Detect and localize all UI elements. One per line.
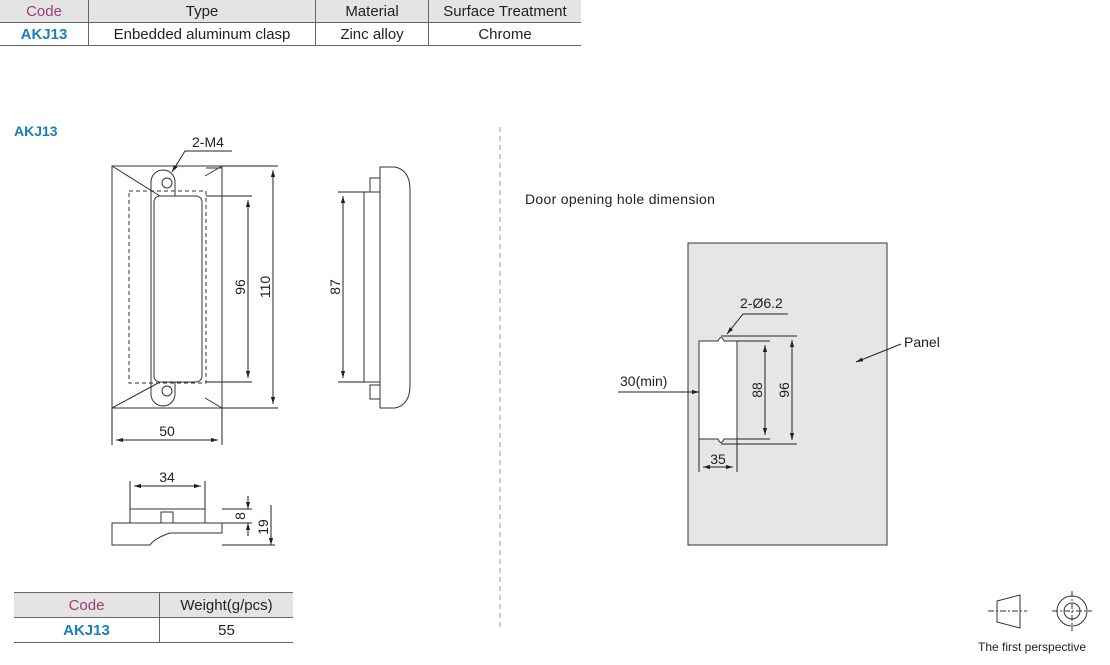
screw-leader (171, 150, 232, 173)
spec-header-material: Material (315, 0, 429, 23)
weight-cell-code: AKJ13 (14, 617, 160, 643)
spec-cell-surface: Chrome (428, 22, 581, 46)
dim-87-side: 87 (327, 279, 343, 295)
screw-label: 2-M4 (192, 134, 224, 150)
hole-dims (618, 313, 902, 472)
weight-header-weight: Weight(g/pcs) (159, 592, 293, 618)
side-view (363, 166, 411, 409)
side-tab-bottom (369, 384, 381, 400)
dim-96-front: 96 (232, 279, 248, 295)
top-tab (160, 511, 174, 524)
front-view (111, 165, 223, 409)
weight-header-row: Code Weight(g/pcs) (14, 592, 293, 618)
spec-cell-type: Enbedded aluminum clasp (88, 22, 316, 46)
dim-110-front: 110 (257, 276, 273, 299)
top-view (111, 508, 223, 546)
top-flange (111, 522, 223, 546)
spec-header-surface: Surface Treatment (428, 0, 581, 23)
spec-cell-material: Zinc alloy (315, 22, 429, 46)
side-dims (338, 191, 364, 383)
weight-table: Code Weight(g/pcs) AKJ13 55 (14, 592, 293, 643)
cutout-hole (698, 337, 738, 443)
spec-cell-code: AKJ13 (0, 22, 89, 46)
front-bevel-br (204, 397, 223, 409)
hole-drawing-title: Door opening hole dimension (525, 191, 716, 207)
front-bevel-bl (111, 381, 161, 409)
weight-data-row: AKJ13 55 (14, 617, 293, 643)
projection-symbol (988, 591, 1092, 631)
side-recess (363, 191, 381, 383)
dim-35-hole: 35 (710, 451, 726, 467)
front-screw-top (161, 177, 173, 189)
panel-label: Panel (904, 334, 940, 350)
dim-19-top: 19 (255, 519, 271, 535)
spec-header-row: Code Type Material Surface Treatment (0, 0, 581, 23)
top-dims (129, 481, 275, 546)
spec-header-code: Code (0, 0, 89, 23)
section-label: AKJ13 (14, 123, 58, 139)
spec-table: Code Type Material Surface Treatment AKJ… (0, 0, 581, 46)
projection-label: The first perspective (978, 640, 1087, 654)
front-handle (153, 195, 203, 383)
projection-circle-icon (1052, 591, 1092, 631)
dim-96-hole: 96 (776, 382, 792, 398)
min-distance-label: 30(min) (620, 373, 667, 389)
front-recess-hidden (128, 190, 207, 384)
front-screw-bottom (161, 385, 173, 397)
dim-8-top: 8 (232, 512, 248, 520)
side-body (379, 166, 411, 409)
side-tab-top (369, 177, 381, 193)
dim-88-hole: 88 (749, 382, 765, 398)
projection-cone-icon (996, 594, 1021, 629)
top-recess (129, 508, 206, 524)
weight-cell-value: 55 (159, 617, 293, 643)
weight-header-code: Code (14, 592, 160, 618)
dim-50-front: 50 (159, 423, 175, 439)
spec-header-type: Type (88, 0, 316, 23)
spec-data-row: AKJ13 Enbedded aluminum clasp Zinc alloy… (0, 22, 581, 46)
dim-34-top: 34 (159, 469, 175, 485)
front-dims (111, 165, 278, 445)
hole-label: 2-Ø6.2 (740, 295, 783, 311)
